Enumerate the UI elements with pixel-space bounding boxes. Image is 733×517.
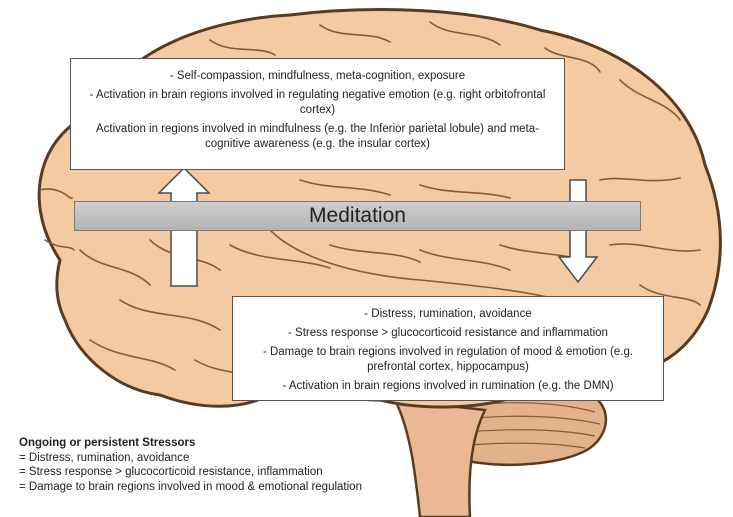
brain-stem xyxy=(392,398,487,517)
effect-line: - Distress, rumination, avoidance xyxy=(364,308,532,320)
stressors-legend: Ongoing or persistent Stressors = Distre… xyxy=(19,436,362,494)
meditation-benefits-box: - Self-compassion, mindfulness, meta-cog… xyxy=(70,58,565,170)
meditation-bar: Meditation xyxy=(74,201,641,231)
benefit-line: Activation in regions involved in mindfu… xyxy=(96,123,539,150)
benefit-line: - Self-compassion, mindfulness, meta-cog… xyxy=(169,70,466,82)
effect-line: - Stress response > glucocorticoid resis… xyxy=(288,327,608,339)
effect-line: - Damage to brain regions involved in re… xyxy=(262,346,634,373)
legend-item: = Distress, rumination, avoidance xyxy=(19,451,190,464)
legend-item: = Damage to brain regions involved in mo… xyxy=(19,480,362,493)
down-arrow xyxy=(557,179,599,284)
meditation-label: Meditation xyxy=(309,204,406,227)
legend-title: Ongoing or persistent Stressors xyxy=(19,437,196,449)
stressor-effects-box: - Distress, rumination, avoidance - Stre… xyxy=(232,296,664,401)
legend-item: = Stress response > glucocorticoid resis… xyxy=(19,466,323,478)
benefit-line: - Activation in brain regions involved i… xyxy=(89,89,546,116)
effect-line: - Activation in brain regions involved i… xyxy=(282,380,614,392)
